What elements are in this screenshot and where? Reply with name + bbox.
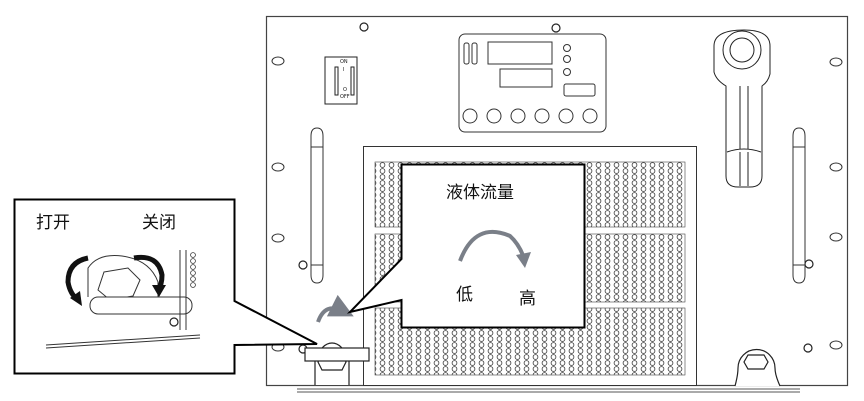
switch-on-mark: ON [340,59,348,65]
drain-valve [304,342,370,385]
close-label: 关闭 [142,213,176,233]
switch-off-mark: OFF [340,94,350,100]
valve-rotation-arrow [316,294,354,323]
power-switch [324,56,358,105]
controller-panel [458,33,607,133]
flow-clockwise-arrow-icon [458,230,526,262]
switch-off-symbol: O [343,87,347,93]
open-label: 打开 [36,213,70,233]
valve-callout [13,198,318,375]
flow-title: 液体流量 [446,183,514,203]
right-handle [792,127,806,284]
drain-plug [734,348,781,387]
flow-low-label: 低 [456,285,473,305]
flow-high-label: 高 [519,289,536,309]
flow-callout [346,163,586,329]
reservoir-fill-cap [713,29,771,188]
left-handle [310,127,324,284]
switch-on-symbol: I [343,67,345,73]
